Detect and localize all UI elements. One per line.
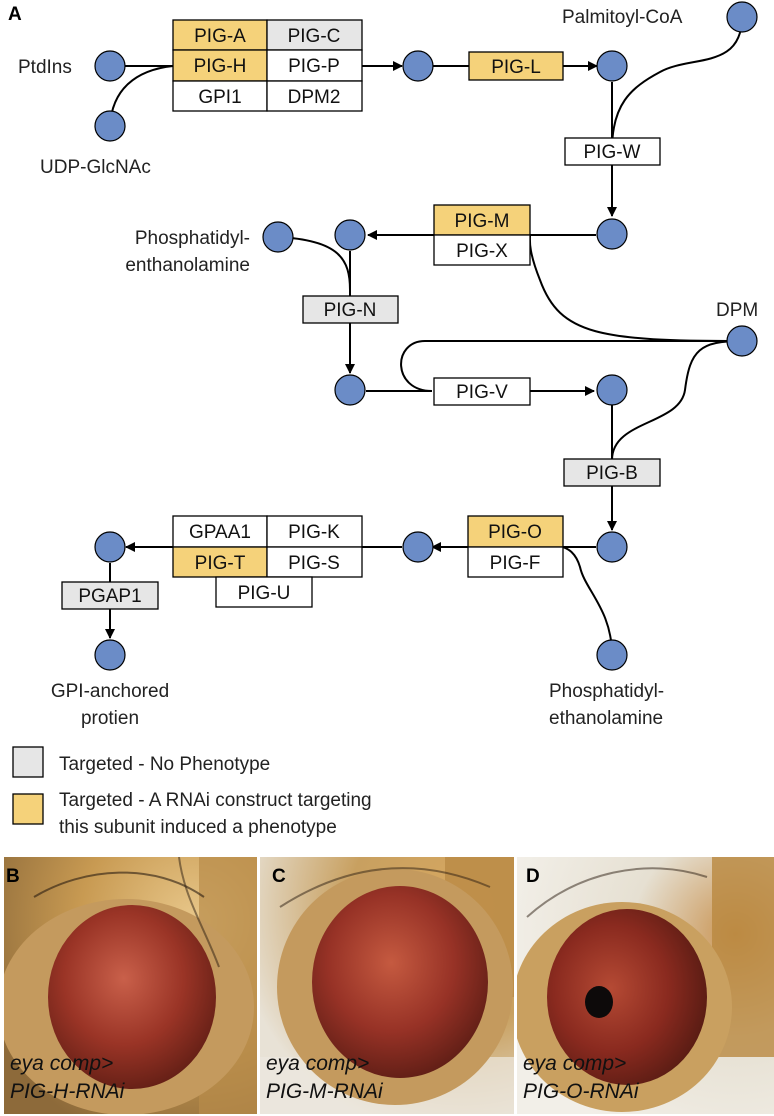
legend-swatch-no-phenotype xyxy=(12,746,44,778)
enzyme-label: PIG-A xyxy=(194,26,246,47)
photo-panel-c: eya comp> PIG-M-RNAi xyxy=(260,857,514,1114)
necrotic-spot xyxy=(585,986,613,1018)
legend: Targeted - No Phenotype Targeted - A RNA… xyxy=(12,746,372,838)
enzyme-label: PIG-K xyxy=(288,522,340,543)
enzyme-boxes xyxy=(61,19,661,610)
enzyme-label: PIG-N xyxy=(324,300,377,321)
photo-panel-b: eya comp> PIG-H-RNAi xyxy=(4,857,257,1114)
node-glcnac-pi xyxy=(402,50,434,82)
legend-phenotype-line1: Targeted - A RNAi construct targeting xyxy=(59,790,372,811)
enzyme-label: PGAP1 xyxy=(78,586,141,607)
substrate-pe-1-line1: Phosphatidyl- xyxy=(135,228,250,249)
enzyme-pig-v xyxy=(433,377,531,406)
enzyme-label: PIG-X xyxy=(456,241,508,262)
enzyme-pig-h xyxy=(172,49,268,82)
enzyme-pig-s xyxy=(266,546,363,578)
node-man1 xyxy=(334,219,366,251)
legend-no-phenotype: Targeted - No Phenotype xyxy=(59,754,270,775)
substrate-dpm: DPM xyxy=(716,300,758,321)
legend-swatch-phenotype xyxy=(12,793,44,825)
fly-eye-image-pig-o xyxy=(517,857,774,1114)
enzyme-label: DPM2 xyxy=(288,87,341,108)
caption-driver: eya comp> xyxy=(523,1052,627,1075)
caption-driver: eya comp> xyxy=(10,1052,114,1075)
enzyme-label: PIG-W xyxy=(584,142,641,163)
node-glcn-pi xyxy=(596,50,628,82)
enzyme-pig-m xyxy=(433,204,531,236)
product-line1: GPI-anchored xyxy=(51,681,169,702)
enzyme-pig-w xyxy=(564,137,661,166)
enzyme-label: GPAA1 xyxy=(189,522,251,543)
substrate-udp-glcnac: UDP-GlcNAc xyxy=(40,157,151,178)
enzyme-label: GPI1 xyxy=(198,87,241,108)
node-man3 xyxy=(596,531,628,563)
enzyme-label: PIG-B xyxy=(586,463,638,484)
enzyme-label: PIG-C xyxy=(288,26,341,47)
node-gpi-protein xyxy=(94,531,126,563)
caption-driver: eya comp> xyxy=(266,1052,370,1075)
enzyme-pig-b xyxy=(563,458,661,487)
enzyme-pig-n xyxy=(302,295,399,324)
enzyme-gpi1 xyxy=(172,80,268,112)
panel-label-d: D xyxy=(526,866,540,887)
enzyme-label: PIG-S xyxy=(288,553,340,574)
gpi-biosynthesis-pathway: A xyxy=(8,1,758,838)
panel-label-a: A xyxy=(8,4,22,25)
enzyme-pgap1 xyxy=(61,581,159,610)
enzyme-dpm2 xyxy=(266,80,363,112)
enzyme-label: PIG-L xyxy=(491,57,541,78)
enzyme-label: PIG-O xyxy=(488,522,542,543)
node-etnp-man1 xyxy=(334,374,366,406)
panel-label-b: B xyxy=(6,866,20,887)
enzyme-pig-f xyxy=(467,546,564,578)
substrate-palmitoyl-coa: Palmitoyl-CoA xyxy=(562,7,683,28)
enzyme-pig-l xyxy=(468,51,564,81)
pathway-nodes xyxy=(94,1,758,671)
caption-rnai: PIG-O-RNAi xyxy=(523,1080,639,1103)
pathway-connectors xyxy=(105,16,743,656)
node-pe-1 xyxy=(262,221,294,253)
enzyme-pig-t xyxy=(172,546,268,578)
panel-label-c: C xyxy=(272,866,286,887)
enzyme-label: PIG-P xyxy=(288,56,340,77)
product-line2: protien xyxy=(81,708,139,729)
caption-rnai: PIG-H-RNAi xyxy=(10,1080,125,1103)
node-gpi-anchored-protein xyxy=(94,639,126,671)
enzyme-pig-u xyxy=(215,576,313,608)
substrate-pe-2-line1: Phosphatidyl- xyxy=(549,681,664,702)
enzyme-label: PIG-V xyxy=(456,382,508,403)
enzyme-pig-o xyxy=(467,515,564,548)
photo-panel-d: eya comp> PIG-O-RNAi xyxy=(517,857,774,1114)
fly-eye-image-pig-h xyxy=(4,857,257,1114)
node-glcn-acyl-pi xyxy=(596,218,628,250)
enzyme-pig-x xyxy=(433,234,531,266)
node-ptdins xyxy=(94,50,126,82)
enzyme-label: PIG-U xyxy=(238,583,291,604)
substrate-pe-2-line2: ethanolamine xyxy=(549,708,663,729)
node-pe-2 xyxy=(596,639,628,671)
substrate-ptdins: PtdIns xyxy=(18,57,72,78)
node-man2 xyxy=(596,374,628,406)
enzyme-label: PIG-H xyxy=(194,56,247,77)
substrate-pe-1-line2: enthanolamine xyxy=(125,255,250,276)
fly-eye-image-pig-m xyxy=(260,857,514,1114)
enzyme-label: PIG-F xyxy=(490,553,541,574)
enzyme-label: PIG-T xyxy=(195,553,246,574)
legend-phenotype-line2: this subunit induced a phenotype xyxy=(59,817,337,838)
caption-rnai: PIG-M-RNAi xyxy=(266,1080,383,1103)
node-palmitoyl-coa xyxy=(726,1,758,33)
node-udp-glcnac xyxy=(94,110,126,142)
enzyme-label: PIG-M xyxy=(455,211,510,232)
node-complete-gpi xyxy=(402,531,434,563)
node-dpm xyxy=(726,325,758,357)
